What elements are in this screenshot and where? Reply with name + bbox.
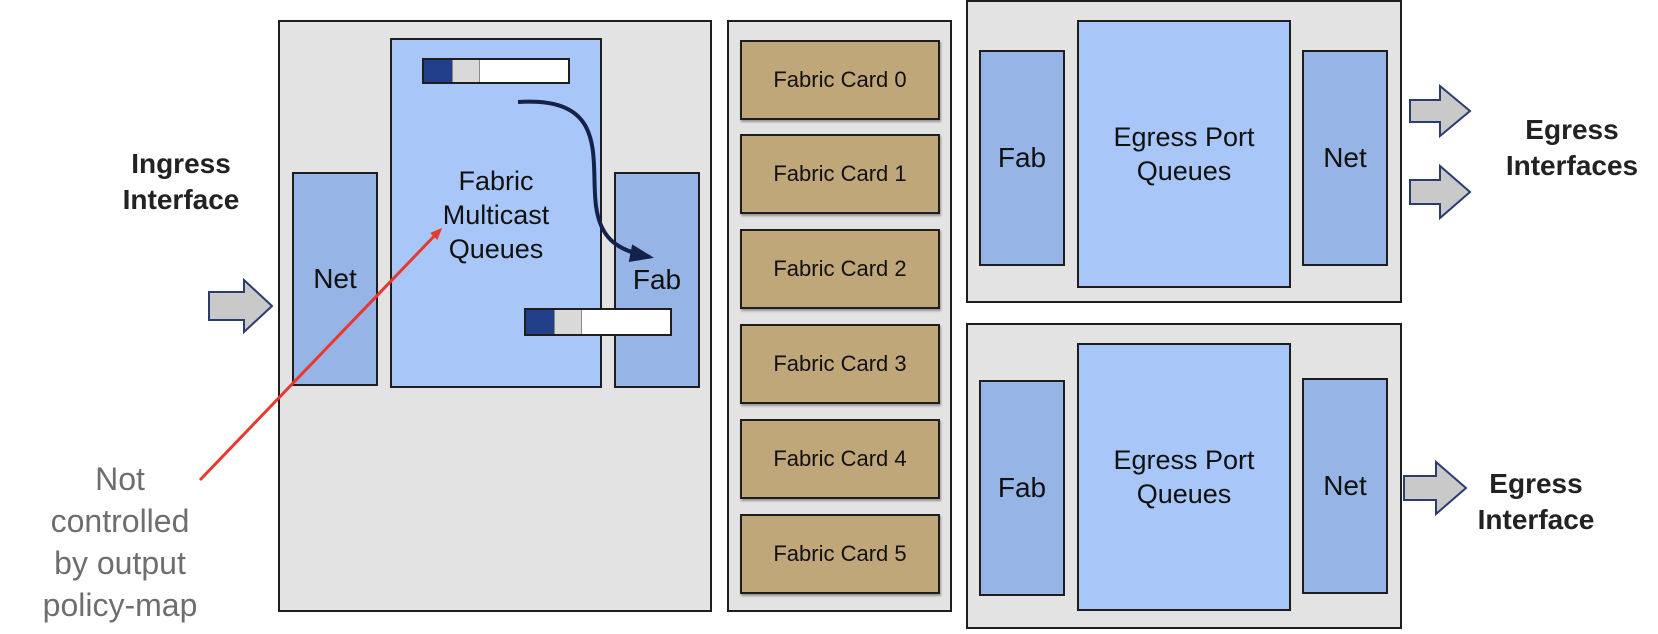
egress-output-arrow-1 <box>1409 83 1472 139</box>
egress-bottom-fab-block: Fab <box>979 380 1065 596</box>
queue-bar-bottom <box>524 308 672 336</box>
fabric-card-label: Fabric Card 3 <box>773 351 907 376</box>
fabric-card-label: Fabric Card 2 <box>773 256 907 281</box>
ingress-label-line: Interface <box>122 184 240 215</box>
queue-mid-segment <box>452 60 480 82</box>
egress-top-port-queues: Egress Port Queues <box>1077 20 1291 288</box>
fabric-card: Fabric Card 4 <box>740 419 940 499</box>
fabric-multicast-queues-label: Fabric Multicast Queues <box>420 160 572 270</box>
queue-empty-segment <box>582 310 670 334</box>
egress-top-queues-line: Egress Port <box>1113 122 1255 152</box>
egress-interface-line: Egress <box>1489 468 1583 499</box>
egress-interfaces-line: Egress <box>1525 114 1619 145</box>
egress-bottom-net-block: Net <box>1302 378 1388 594</box>
ingress-net-label: Net <box>313 263 357 294</box>
fabric-card-label: Fabric Card 5 <box>773 541 907 566</box>
egress-bottom-queues-line: Queues <box>1136 479 1232 509</box>
egress-top-net-label: Net <box>1323 142 1367 173</box>
note-line: Not <box>95 461 145 497</box>
egress-interface-line: Interface <box>1477 504 1595 535</box>
fabric-card-label: Fabric Card 1 <box>773 161 907 186</box>
fmq-line: Multicast <box>442 200 550 230</box>
queue-empty-segment <box>480 60 568 82</box>
fabric-card: Fabric Card 5 <box>740 514 940 594</box>
egress-bottom-fab-label: Fab <box>997 472 1047 503</box>
fmq-line: Fabric <box>458 166 534 196</box>
ingress-input-arrow <box>208 277 274 335</box>
queue-head-segment <box>526 310 554 334</box>
ingress-net-block: Net <box>292 172 378 386</box>
note-line: by output <box>54 545 186 581</box>
fabric-card-label: Fabric Card 4 <box>773 446 907 471</box>
egress-bottom-port-queues: Egress Port Queues <box>1077 343 1291 611</box>
egress-top-fab-block: Fab <box>979 50 1065 266</box>
note-line: policy-map <box>42 587 198 623</box>
fabric-card: Fabric Card 3 <box>740 324 940 404</box>
fmq-line: Queues <box>448 234 544 264</box>
fabric-card-label: Fabric Card 0 <box>773 67 907 92</box>
egress-interfaces-line: Interfaces <box>1505 150 1639 181</box>
ingress-label-line: Ingress <box>131 148 231 179</box>
not-controlled-note: Not controlled by output policy-map <box>18 458 222 626</box>
queue-mid-segment <box>554 310 582 334</box>
fabric-card: Fabric Card 1 <box>740 134 940 214</box>
egress-top-queues-line: Queues <box>1136 156 1232 186</box>
note-line: controlled <box>50 503 190 539</box>
egress-top-net-block: Net <box>1302 50 1388 266</box>
queue-head-segment <box>424 60 452 82</box>
queue-bar-top <box>422 58 570 84</box>
ingress-fab-block: Fab <box>614 172 700 388</box>
egress-interface-label: Egress Interface <box>1464 466 1608 538</box>
ingress-interface-label: Ingress Interface <box>96 146 266 218</box>
fabric-card: Fabric Card 2 <box>740 229 940 309</box>
egress-bottom-net-label: Net <box>1323 470 1367 501</box>
egress-bottom-queues-line: Egress Port <box>1113 445 1255 475</box>
egress-output-arrow-2 <box>1409 163 1472 221</box>
egress-output-arrow-3 <box>1403 459 1468 517</box>
fabric-card: Fabric Card 0 <box>740 40 940 120</box>
ingress-fab-label: Fab <box>632 264 682 295</box>
egress-top-fab-label: Fab <box>997 142 1047 173</box>
egress-interfaces-label: Egress Interfaces <box>1490 112 1654 184</box>
